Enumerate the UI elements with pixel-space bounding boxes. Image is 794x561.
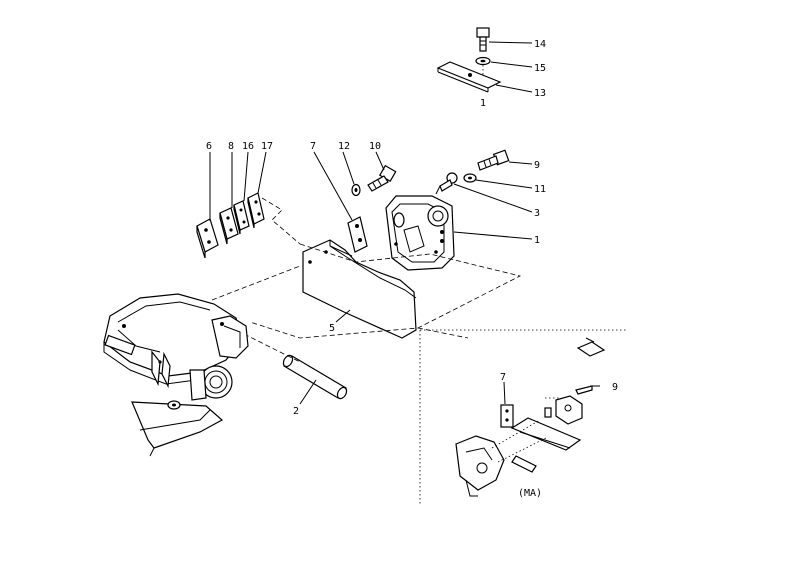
callout-5: 5 — [329, 323, 335, 334]
callout-1-top: 1 — [480, 98, 486, 109]
callout-8: 8 — [228, 141, 234, 152]
callout-16: 16 — [242, 141, 254, 152]
inset-machine — [455, 419, 547, 497]
callout-10: 10 — [369, 141, 381, 152]
plate-8 — [219, 207, 239, 245]
callout-12: 12 — [338, 141, 350, 152]
machine-body — [103, 293, 249, 457]
top-bracket-assembly — [436, 27, 533, 93]
inset-callout-7: 7 — [500, 372, 506, 383]
assembly-guide-lines — [211, 243, 522, 363]
plate-6 — [196, 218, 219, 259]
inset-ma — [419, 329, 626, 506]
washer-12 — [342, 151, 361, 197]
plate-16 — [233, 200, 250, 235]
inset-small-part — [576, 337, 606, 357]
bolt-10 — [367, 151, 397, 192]
callout-6: 6 — [206, 141, 212, 152]
callout-3: 3 — [534, 208, 540, 219]
plate-7 — [313, 151, 368, 253]
callout-14: 14 — [534, 39, 546, 50]
callout-11: 11 — [534, 184, 546, 195]
inset-plate-7 — [500, 381, 514, 428]
bracket-1 — [385, 195, 533, 271]
inset-caption: (MA) — [518, 488, 542, 499]
inset-bracket — [555, 395, 583, 425]
callout-7: 7 — [310, 141, 316, 152]
callout-2: 2 — [293, 406, 299, 417]
callout-9: 9 — [534, 160, 540, 171]
callout-17: 17 — [261, 141, 273, 152]
pin-2 — [282, 354, 348, 405]
callout-labels: 14 15 13 1 6 8 16 17 7 12 10 9 11 3 1 5 … — [206, 39, 618, 499]
spacer-plates — [196, 151, 301, 259]
strap-5 — [302, 239, 417, 339]
inset-callout-9: 9 — [612, 382, 618, 393]
plate-13 — [436, 61, 502, 93]
callout-13: 13 — [534, 88, 546, 99]
washer-15 — [475, 56, 491, 66]
inset-bolts — [544, 385, 600, 418]
bolt-14 — [476, 27, 490, 52]
bolt-9 — [477, 149, 533, 171]
washer-11 — [463, 173, 533, 189]
screw-3 — [435, 172, 533, 213]
callout-15: 15 — [534, 63, 546, 74]
callout-1: 1 — [534, 235, 540, 246]
plate-17 — [247, 192, 265, 229]
inset-strap — [510, 417, 582, 451]
